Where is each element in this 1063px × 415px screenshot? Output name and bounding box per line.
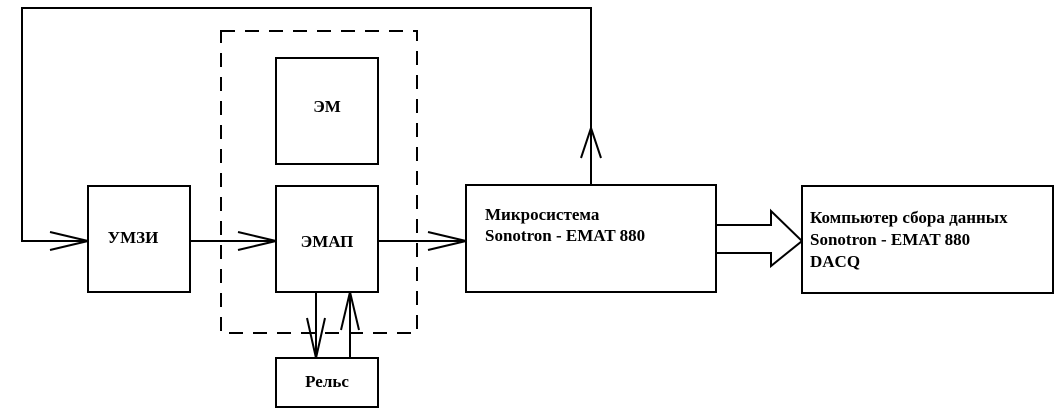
rail-block xyxy=(275,357,379,408)
microsystem-block xyxy=(465,184,717,293)
data-transfer-arrow xyxy=(715,208,804,269)
microsystem-label-line-1: Микросистема xyxy=(485,205,600,224)
feedback-arrowhead-up xyxy=(580,124,602,159)
emap-label: ЭМАП xyxy=(301,232,354,251)
rail-label: Рельс xyxy=(305,372,349,391)
umzi-block xyxy=(87,185,191,293)
feedback-line xyxy=(21,7,592,242)
computer-label-line-1: Компьютер сбора данных xyxy=(810,208,1008,227)
microsystem-label-line-2: Sonotron - EMAT 880 xyxy=(485,226,645,245)
umzi-label: УМЗИ xyxy=(108,228,159,247)
emap-block xyxy=(275,185,379,293)
computer-block xyxy=(801,185,1054,294)
emat-enclosure xyxy=(220,30,418,334)
em-block xyxy=(275,57,379,165)
computer-label-line-2: Sonotron - EMAT 880 xyxy=(810,230,970,249)
computer-label-line-3: DACQ xyxy=(810,252,860,271)
em-label: ЭМ xyxy=(313,97,341,116)
